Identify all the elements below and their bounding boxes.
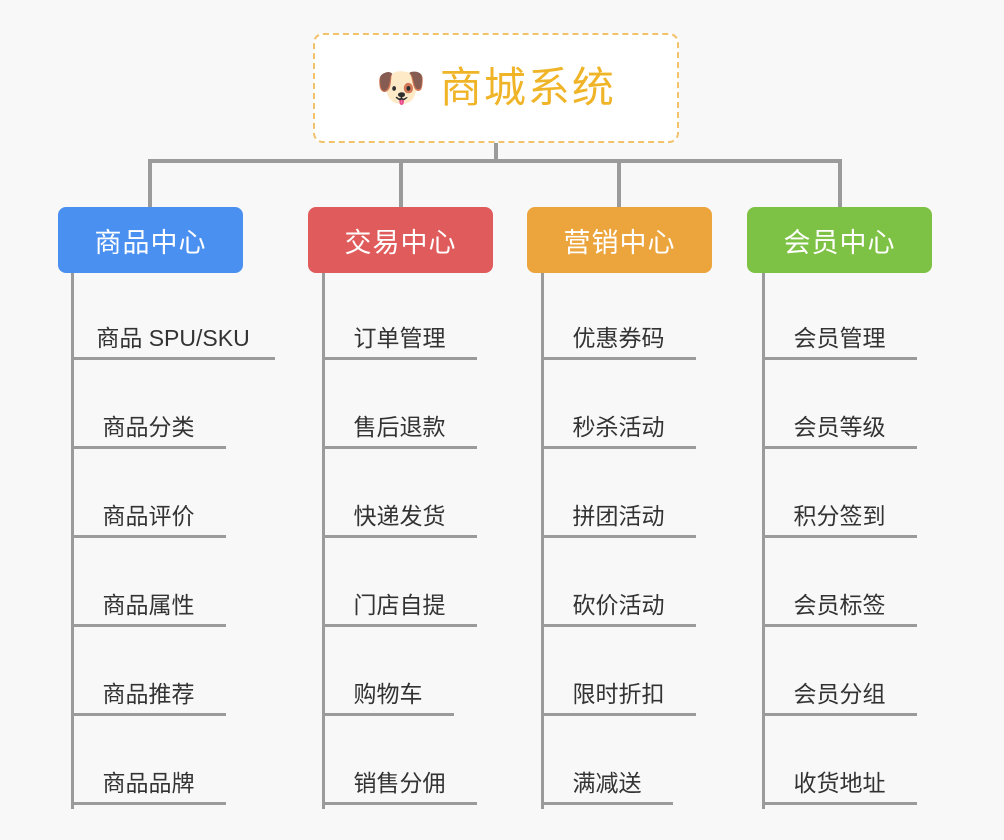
leaf-item[interactable]: 会员等级 (762, 387, 917, 449)
column-spine (322, 273, 325, 809)
leaf-item[interactable]: 商品推荐 (71, 654, 226, 716)
leaf-label: 商品 SPU/SKU (96, 325, 250, 352)
leaf-item[interactable]: 会员分组 (762, 654, 917, 716)
leaf-item[interactable]: 购物车 (322, 654, 454, 716)
category-box-product-center[interactable]: 商品中心 (58, 207, 243, 273)
leaf-label: 购物车 (353, 681, 423, 708)
connector-drop-member-center (838, 159, 842, 207)
leaf-label: 限时折扣 (572, 681, 665, 708)
leaf-item[interactable]: 满减送 (541, 743, 673, 805)
leaf-item[interactable]: 优惠券码 (541, 298, 696, 360)
leaf-label: 砍价活动 (572, 592, 665, 619)
leaf-label: 积分签到 (793, 503, 886, 530)
dog-face-icon: 🐶 (376, 66, 426, 110)
category-box-marketing-center[interactable]: 营销中心 (527, 207, 712, 273)
leaf-label: 商品属性 (102, 592, 195, 619)
leaf-label: 商品评价 (102, 503, 195, 530)
connector-drop-product-center (148, 159, 152, 207)
column-spine (71, 273, 74, 809)
leaf-label: 优惠券码 (572, 325, 665, 352)
leaf-item[interactable]: 门店自提 (322, 565, 477, 627)
leaf-label: 会员管理 (793, 325, 886, 352)
leaf-label: 售后退款 (353, 414, 446, 441)
column-spine (762, 273, 765, 809)
category-label: 会员中心 (783, 227, 896, 258)
leaf-item[interactable]: 砍价活动 (541, 565, 696, 627)
leaf-item[interactable]: 秒杀活动 (541, 387, 696, 449)
leaf-item[interactable]: 积分签到 (762, 476, 917, 538)
leaf-item[interactable]: 快递发货 (322, 476, 477, 538)
leaf-label: 会员等级 (793, 414, 886, 441)
leaf-label: 快递发货 (353, 503, 446, 530)
leaf-label: 门店自提 (353, 592, 446, 619)
leaf-item[interactable]: 商品 SPU/SKU (71, 298, 275, 360)
leaf-label: 秒杀活动 (572, 414, 665, 441)
connector-drop-trade-center (399, 159, 403, 207)
leaf-label: 收货地址 (793, 770, 886, 797)
leaf-item[interactable]: 商品评价 (71, 476, 226, 538)
leaf-item[interactable]: 会员标签 (762, 565, 917, 627)
leaf-item[interactable]: 会员管理 (762, 298, 917, 360)
leaf-label: 商品分类 (102, 414, 195, 441)
leaf-item[interactable]: 商品属性 (71, 565, 226, 627)
leaf-item[interactable]: 限时折扣 (541, 654, 696, 716)
column-spine (541, 273, 544, 809)
root-node[interactable]: 🐶 商城系统 (313, 33, 679, 143)
category-label: 商品中心 (94, 227, 207, 258)
connector-drop-marketing-center (617, 159, 621, 207)
leaf-item[interactable]: 拼团活动 (541, 476, 696, 538)
category-box-trade-center[interactable]: 交易中心 (308, 207, 493, 273)
leaf-label: 销售分佣 (353, 770, 446, 797)
leaf-item[interactable]: 商品分类 (71, 387, 226, 449)
leaf-item[interactable]: 订单管理 (322, 298, 477, 360)
category-label: 营销中心 (563, 227, 676, 258)
leaf-label: 会员分组 (793, 681, 886, 708)
leaf-item[interactable]: 售后退款 (322, 387, 477, 449)
leaf-label: 会员标签 (793, 592, 886, 619)
leaf-label: 订单管理 (353, 325, 446, 352)
category-box-member-center[interactable]: 会员中心 (747, 207, 932, 273)
leaf-label: 满减送 (572, 770, 642, 797)
connector-horizontal-bus (148, 159, 842, 163)
root-title: 商城系统 (439, 64, 616, 111)
leaf-item[interactable]: 商品品牌 (71, 743, 226, 805)
connector-root-stub (494, 143, 498, 163)
leaf-label: 商品推荐 (102, 681, 195, 708)
category-label: 交易中心 (344, 227, 457, 258)
leaf-item[interactable]: 收货地址 (762, 743, 917, 805)
leaf-label: 商品品牌 (102, 770, 195, 797)
leaf-label: 拼团活动 (572, 503, 665, 530)
leaf-item[interactable]: 销售分佣 (322, 743, 477, 805)
